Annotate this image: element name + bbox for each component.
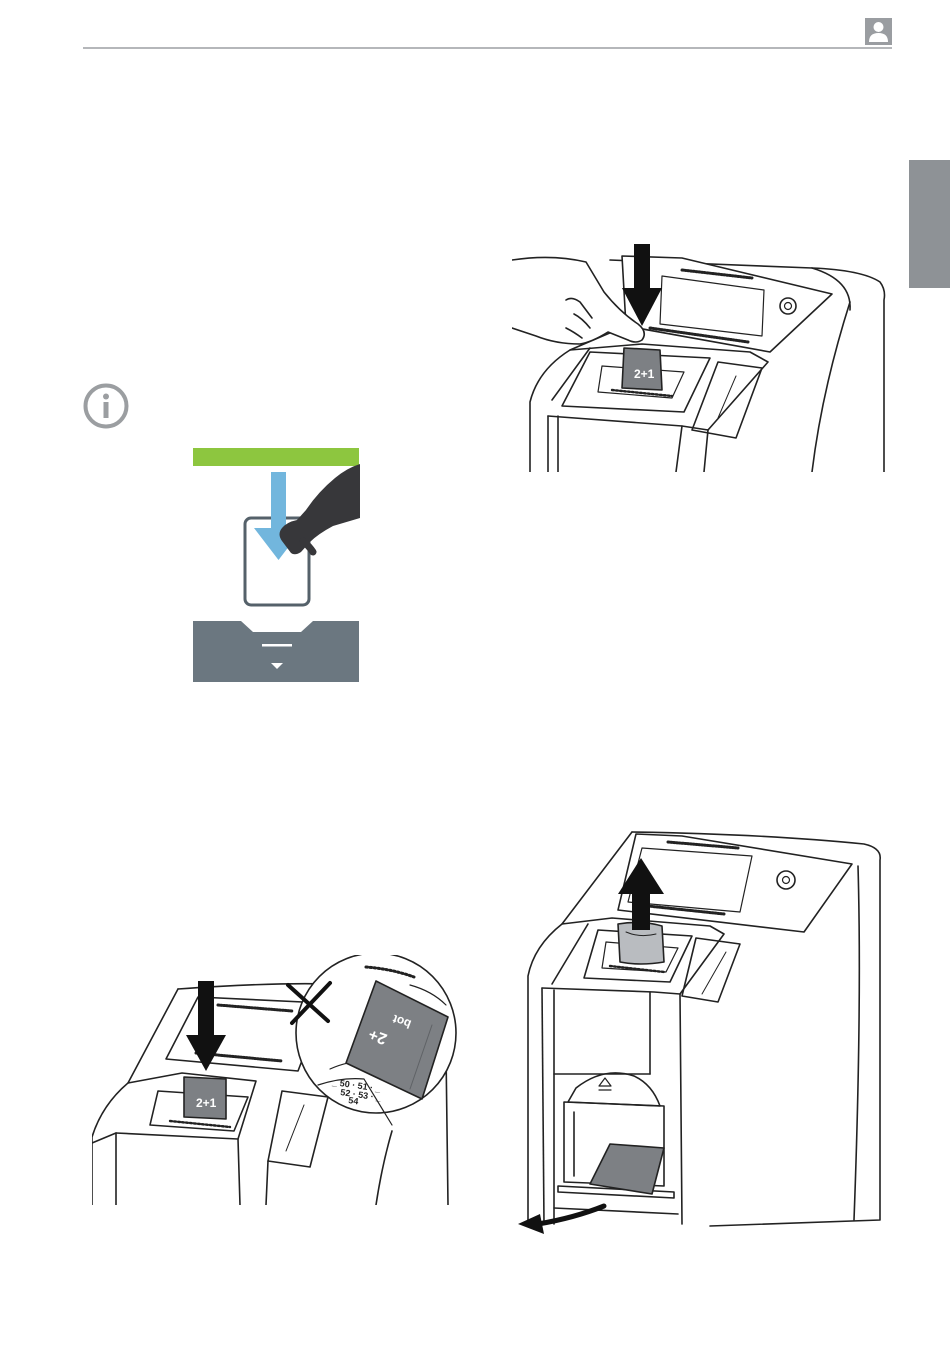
insert-sensor-hand-illustration: 2+1: [512, 240, 887, 472]
chapter-side-tab: [909, 160, 950, 288]
info-circle-icon: [83, 383, 129, 429]
sensor-label: 2+1: [196, 1096, 217, 1110]
user-silhouette-icon: [865, 18, 892, 45]
header-rule: [83, 47, 892, 49]
sensor-label: 2+1: [634, 367, 655, 381]
scale-row-3: 54: [348, 1095, 359, 1106]
eject-sensor-illustration: [514, 826, 886, 1238]
insert-pictogram: [193, 448, 360, 683]
insert-sensor-orientation-illustration: 2+1 2+ bot _ 50 · 51 · _ 52 · 53 · _ 54: [92, 955, 460, 1205]
